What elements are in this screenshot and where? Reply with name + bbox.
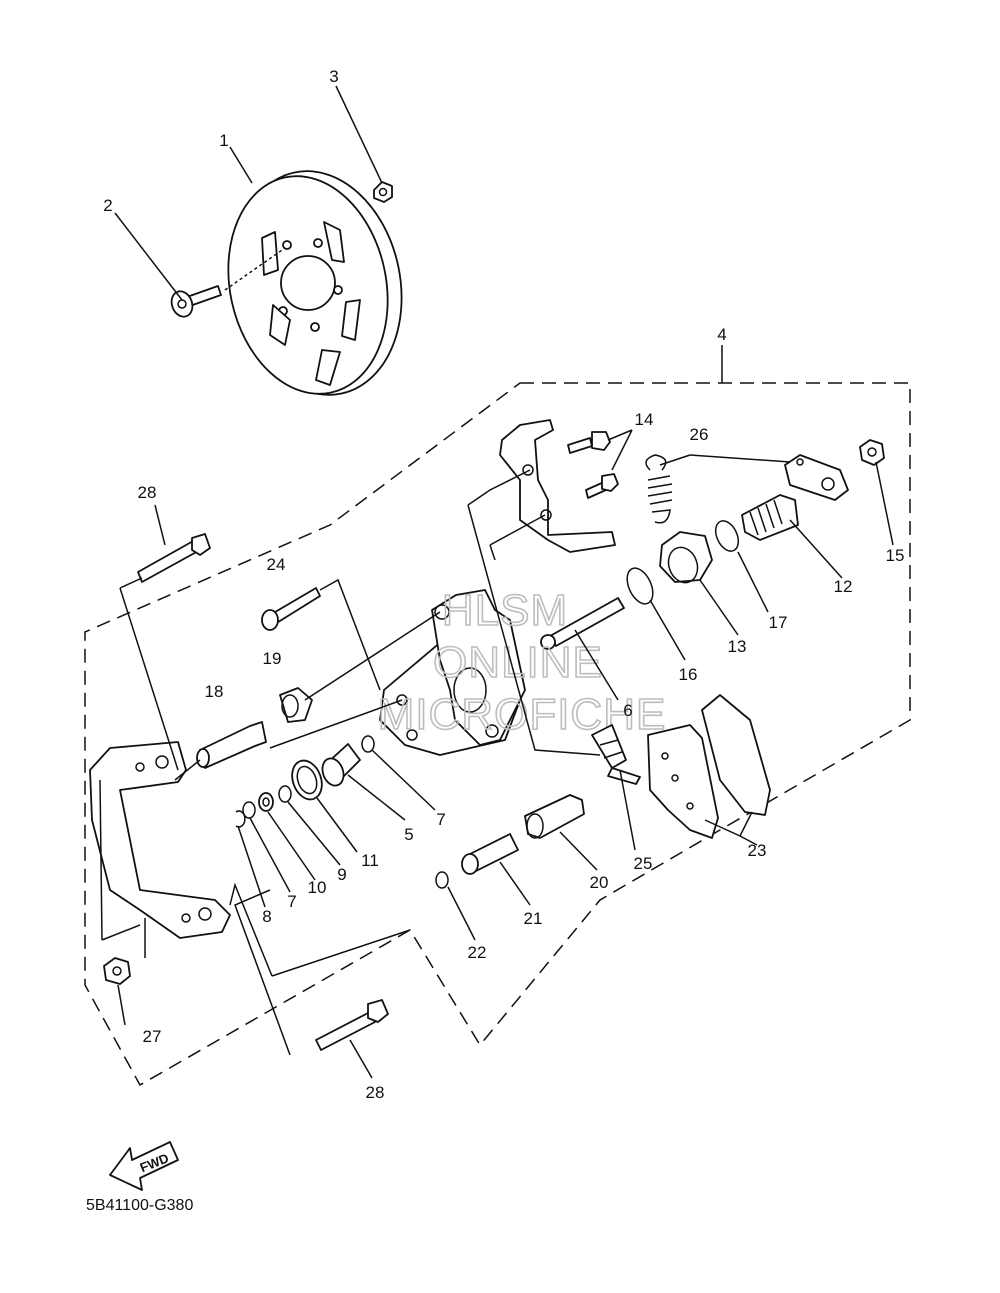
caliper-bracket-plate xyxy=(89,741,231,939)
callout-1: 1 xyxy=(219,131,228,150)
callout-26: 26 xyxy=(690,425,709,444)
circlip-8 xyxy=(235,810,246,828)
adjusting-bolt xyxy=(540,597,625,650)
callout-15: 15 xyxy=(886,546,905,565)
brake-disc xyxy=(227,170,403,396)
callout-14: 14 xyxy=(635,410,654,429)
callout-24: 24 xyxy=(267,555,286,574)
pin-21 xyxy=(461,833,519,875)
o-ring-17 xyxy=(714,520,740,552)
part-code: 5B41100-G380 xyxy=(86,1197,193,1214)
callout-23: 23 xyxy=(748,841,767,860)
brake-pads xyxy=(647,694,771,839)
watermark-line-2: ONLINE xyxy=(433,638,603,687)
watermark-line-3: MICROFICHE xyxy=(378,690,667,739)
callout-28b: 28 xyxy=(366,1083,385,1102)
return-spring xyxy=(645,454,673,524)
callout-17: 17 xyxy=(769,613,788,632)
bracket-bolts xyxy=(567,431,619,499)
callout-19: 19 xyxy=(263,649,282,668)
callout-9: 9 xyxy=(337,865,346,884)
callout-8: 8 xyxy=(262,907,271,926)
bushing-19 xyxy=(279,687,313,723)
callout-28a: 28 xyxy=(138,483,157,502)
callout-27: 27 xyxy=(143,1027,162,1046)
callout-6: 6 xyxy=(623,701,632,720)
callout-7a: 7 xyxy=(436,810,445,829)
disc-nut xyxy=(373,181,393,203)
callout-13: 13 xyxy=(728,637,747,656)
piston-seal-11 xyxy=(291,759,323,801)
adjuster-nut xyxy=(659,531,713,584)
watermark: HLSM ONLINE MICROFICHE xyxy=(377,585,667,740)
seal-10 xyxy=(258,792,274,812)
assembly-boundary xyxy=(84,382,911,1087)
callout-5: 5 xyxy=(404,825,413,844)
adjuster-boot xyxy=(741,494,799,541)
callout-16: 16 xyxy=(679,665,698,684)
pad-spring xyxy=(591,724,641,785)
leader-lines xyxy=(99,85,894,1079)
o-ring-16 xyxy=(626,567,654,605)
washer-7a xyxy=(361,735,375,753)
piston-5 xyxy=(321,743,361,787)
bracket-nut-27 xyxy=(103,957,131,985)
bracket-bolt-28a xyxy=(137,533,211,583)
fwd-arrow-icon: FWD xyxy=(109,1141,179,1191)
pin-bolt xyxy=(261,587,321,631)
callout-3: 3 xyxy=(329,67,338,86)
watermark-line-1: HLSM xyxy=(442,586,568,635)
callout-10: 10 xyxy=(308,878,327,897)
adjuster-lever xyxy=(784,454,849,501)
caliper-body xyxy=(379,589,526,756)
callout-labels: 1 2 3 4 5 6 7 7 8 9 10 11 12 13 14 15 16… xyxy=(103,67,904,1102)
callout-2: 2 xyxy=(103,196,112,215)
callout-22: 22 xyxy=(468,943,487,962)
callout-25: 25 xyxy=(634,854,653,873)
washer-7b xyxy=(242,801,256,819)
callout-20: 20 xyxy=(590,873,609,892)
slide-pin-18 xyxy=(196,721,267,769)
callout-7b: 7 xyxy=(287,892,296,911)
clip-22 xyxy=(435,871,449,889)
callout-4: 4 xyxy=(717,325,726,344)
disc-bolt xyxy=(170,247,286,318)
pad-support-bracket xyxy=(499,419,616,553)
callout-18: 18 xyxy=(205,682,224,701)
callout-11: 11 xyxy=(361,851,379,870)
lever-nut xyxy=(859,439,885,466)
bracket-bolt-28b xyxy=(315,999,389,1051)
seal-9 xyxy=(278,785,292,803)
callout-21: 21 xyxy=(524,909,543,928)
callout-12: 12 xyxy=(834,577,853,596)
pin-20 xyxy=(524,794,585,839)
